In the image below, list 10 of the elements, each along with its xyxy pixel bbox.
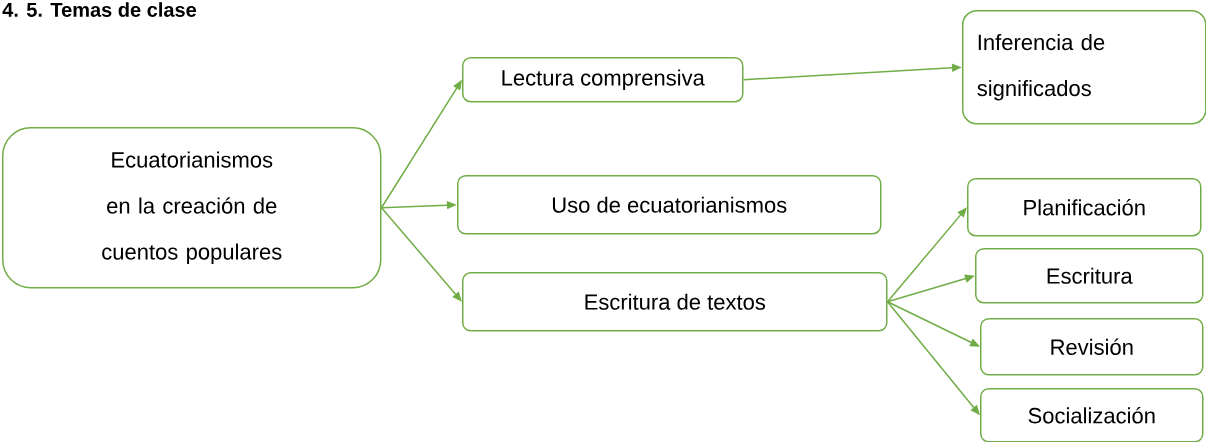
topic-box: Escritura [975, 248, 1204, 304]
topic-box: Planificación [967, 178, 1202, 237]
heading: 4. 5. Temas de clase [2, 2, 197, 17]
topic-box: Inferencia de significados [962, 10, 1206, 125]
topic-box: Socialización [980, 388, 1204, 442]
topic-box: Ecuatorianismos en la creación de cuentos populares [2, 127, 382, 289]
topic-box: Uso de ecuatorianismos [457, 175, 882, 235]
topic-box: Escritura de textos [462, 272, 888, 332]
topic-box: Lectura comprensiva [462, 57, 744, 103]
topic-box: Revisión [980, 318, 1204, 376]
